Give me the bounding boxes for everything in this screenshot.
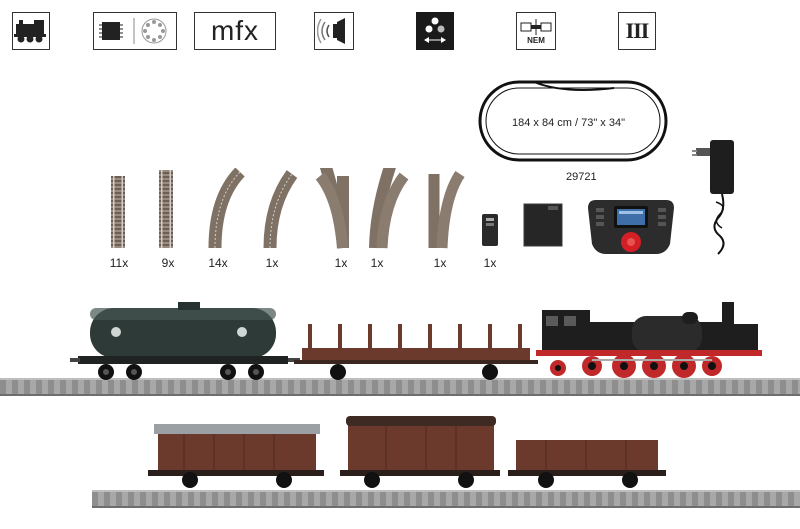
upper-rail-base [0,378,800,396]
era-label: III [625,18,650,43]
count-remote-control: 1x [483,256,497,270]
covered-goods-wagon-2 [340,416,500,488]
tank-car [70,302,300,380]
count-straight-track-short: 9x [161,256,175,270]
steam-locomotive-icon [12,12,50,50]
era-iii-icon: III [618,12,656,50]
mobile-station-controller [588,200,674,254]
straight-track-piece [111,176,125,248]
count-double-curve: 1x [433,256,447,270]
nem-label: NEM [527,35,545,45]
stake-car [294,324,538,380]
lighting-function-icon [416,12,454,50]
open-gondola-car [508,440,666,488]
count-straight-track: 11x [109,256,129,270]
track-layout-diagram [478,80,668,162]
mfx-label: mfx [210,15,260,46]
steam-locomotive [536,302,762,378]
count-left-turnout: 1x [334,256,348,270]
mfx-icon: mfx [194,12,276,50]
power-supply-icon [692,140,734,255]
count-curved-track-small: 1x [265,256,279,270]
set-number: 29721 [566,171,597,183]
count-curved-track: 14x [208,256,228,270]
digital-decoder-icon [93,12,177,50]
layout-dimensions: 184 x 84 cm / 73" x 34" [512,117,625,129]
lower-rail-base [92,490,800,508]
count-right-turnout: 1x [370,256,384,270]
nem-coupler-icon: NEM [516,12,556,50]
remote-control-icon [482,214,498,246]
covered-goods-wagon-1 [148,424,324,488]
track-pieces [111,168,465,249]
straight-track-piece [159,170,173,248]
sound-icon [314,12,354,50]
connector-box-icon [523,203,563,247]
